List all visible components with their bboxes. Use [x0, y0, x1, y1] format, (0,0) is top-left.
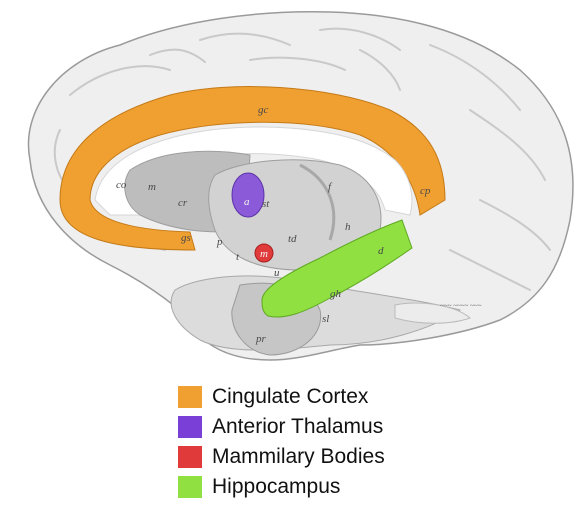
legend-label-cingulate-cortex: Cingulate Cortex — [212, 386, 368, 408]
label-co: co — [116, 179, 127, 191]
legend-swatch-cingulate-cortex — [178, 386, 202, 408]
legend-item-hippocampus: Hippocampus — [178, 476, 478, 498]
label-mb: m — [260, 248, 268, 260]
legend-item-cingulate-cortex: Cingulate Cortex — [178, 386, 478, 408]
label-gs: gs — [181, 232, 191, 244]
label-m: m — [148, 181, 156, 193]
legend-swatch-anterior-thalamus — [178, 416, 202, 438]
legend-swatch-mammilary-bodies — [178, 446, 202, 468]
label-pr: pr — [255, 333, 267, 345]
legend-swatch-hippocampus — [178, 476, 202, 498]
legend-label-hippocampus: Hippocampus — [212, 476, 340, 498]
label-td: td — [288, 233, 297, 245]
label-gh: gh — [330, 288, 342, 300]
label-u: u — [274, 267, 280, 279]
anterior-thalamus — [232, 173, 264, 217]
label-a: a — [244, 196, 250, 208]
legend-label-anterior-thalamus: Anterior Thalamus — [212, 416, 383, 438]
brain-illustration: gc co m cr cp gs a st f p t m td u h d g… — [0, 0, 583, 375]
label-d: d — [378, 245, 384, 257]
legend: Cingulate Cortex Anterior Thalamus Mammi… — [178, 386, 478, 506]
label-cp: cp — [420, 185, 431, 197]
label-st: st — [262, 198, 270, 210]
artist-signature: ~~~ ~~~~ ~~~ — [440, 302, 482, 310]
label-cr: cr — [178, 197, 188, 209]
legend-label-mammilary-bodies: Mammilary Bodies — [212, 446, 385, 468]
label-p: p — [216, 236, 223, 248]
legend-item-mammilary-bodies: Mammilary Bodies — [178, 446, 478, 468]
label-sl: sl — [322, 313, 329, 325]
legend-item-anterior-thalamus: Anterior Thalamus — [178, 416, 478, 438]
label-h: h — [345, 221, 351, 233]
label-gc: gc — [258, 104, 269, 116]
